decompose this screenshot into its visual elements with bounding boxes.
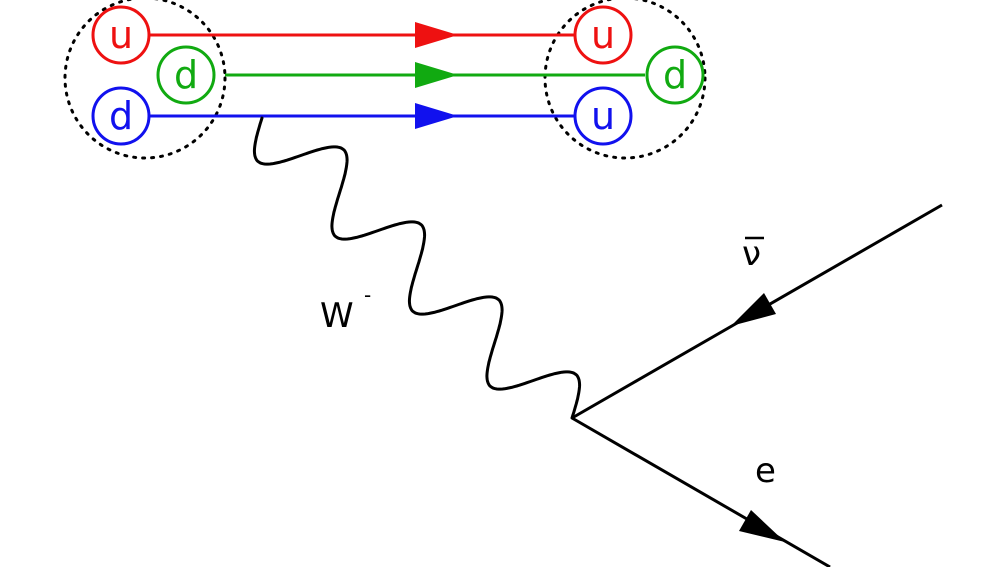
- final-quark-circle-1: [573, 5, 633, 65]
- final-hadron-boundary: [543, 0, 707, 160]
- quark-arrow-blue: [415, 103, 458, 129]
- initial-quark-circle-2: [156, 45, 216, 105]
- initial-quark-label-3: d: [109, 94, 133, 138]
- final-quark-label-1: u: [591, 13, 615, 57]
- initial-quark-label-2: d: [174, 53, 198, 97]
- antineutrino-arrow: [731, 293, 776, 326]
- quark-arrow-green: [415, 62, 458, 88]
- quark-arrow-red: [415, 22, 458, 48]
- electron-arrow: [739, 510, 785, 542]
- final-quark-label-3: u: [591, 94, 615, 138]
- initial-quark-circle-3: [91, 86, 151, 146]
- initial-hadron-boundary: [63, 0, 227, 160]
- w-boson-label: W: [320, 296, 354, 336]
- final-quark-circle-2: [645, 45, 705, 105]
- final-quark-circle-3: [573, 86, 633, 146]
- electron-line: [571, 416, 831, 567]
- antineutrino-label: ν: [742, 234, 761, 274]
- w-boson-charge-label: -: [364, 283, 371, 307]
- initial-quark-circle-1: [91, 5, 151, 65]
- w-boson-propagator: [252, 116, 582, 420]
- electron-label: e: [755, 451, 776, 491]
- final-quark-label-2: d: [663, 53, 687, 97]
- initial-quark-label-1: u: [109, 13, 133, 57]
